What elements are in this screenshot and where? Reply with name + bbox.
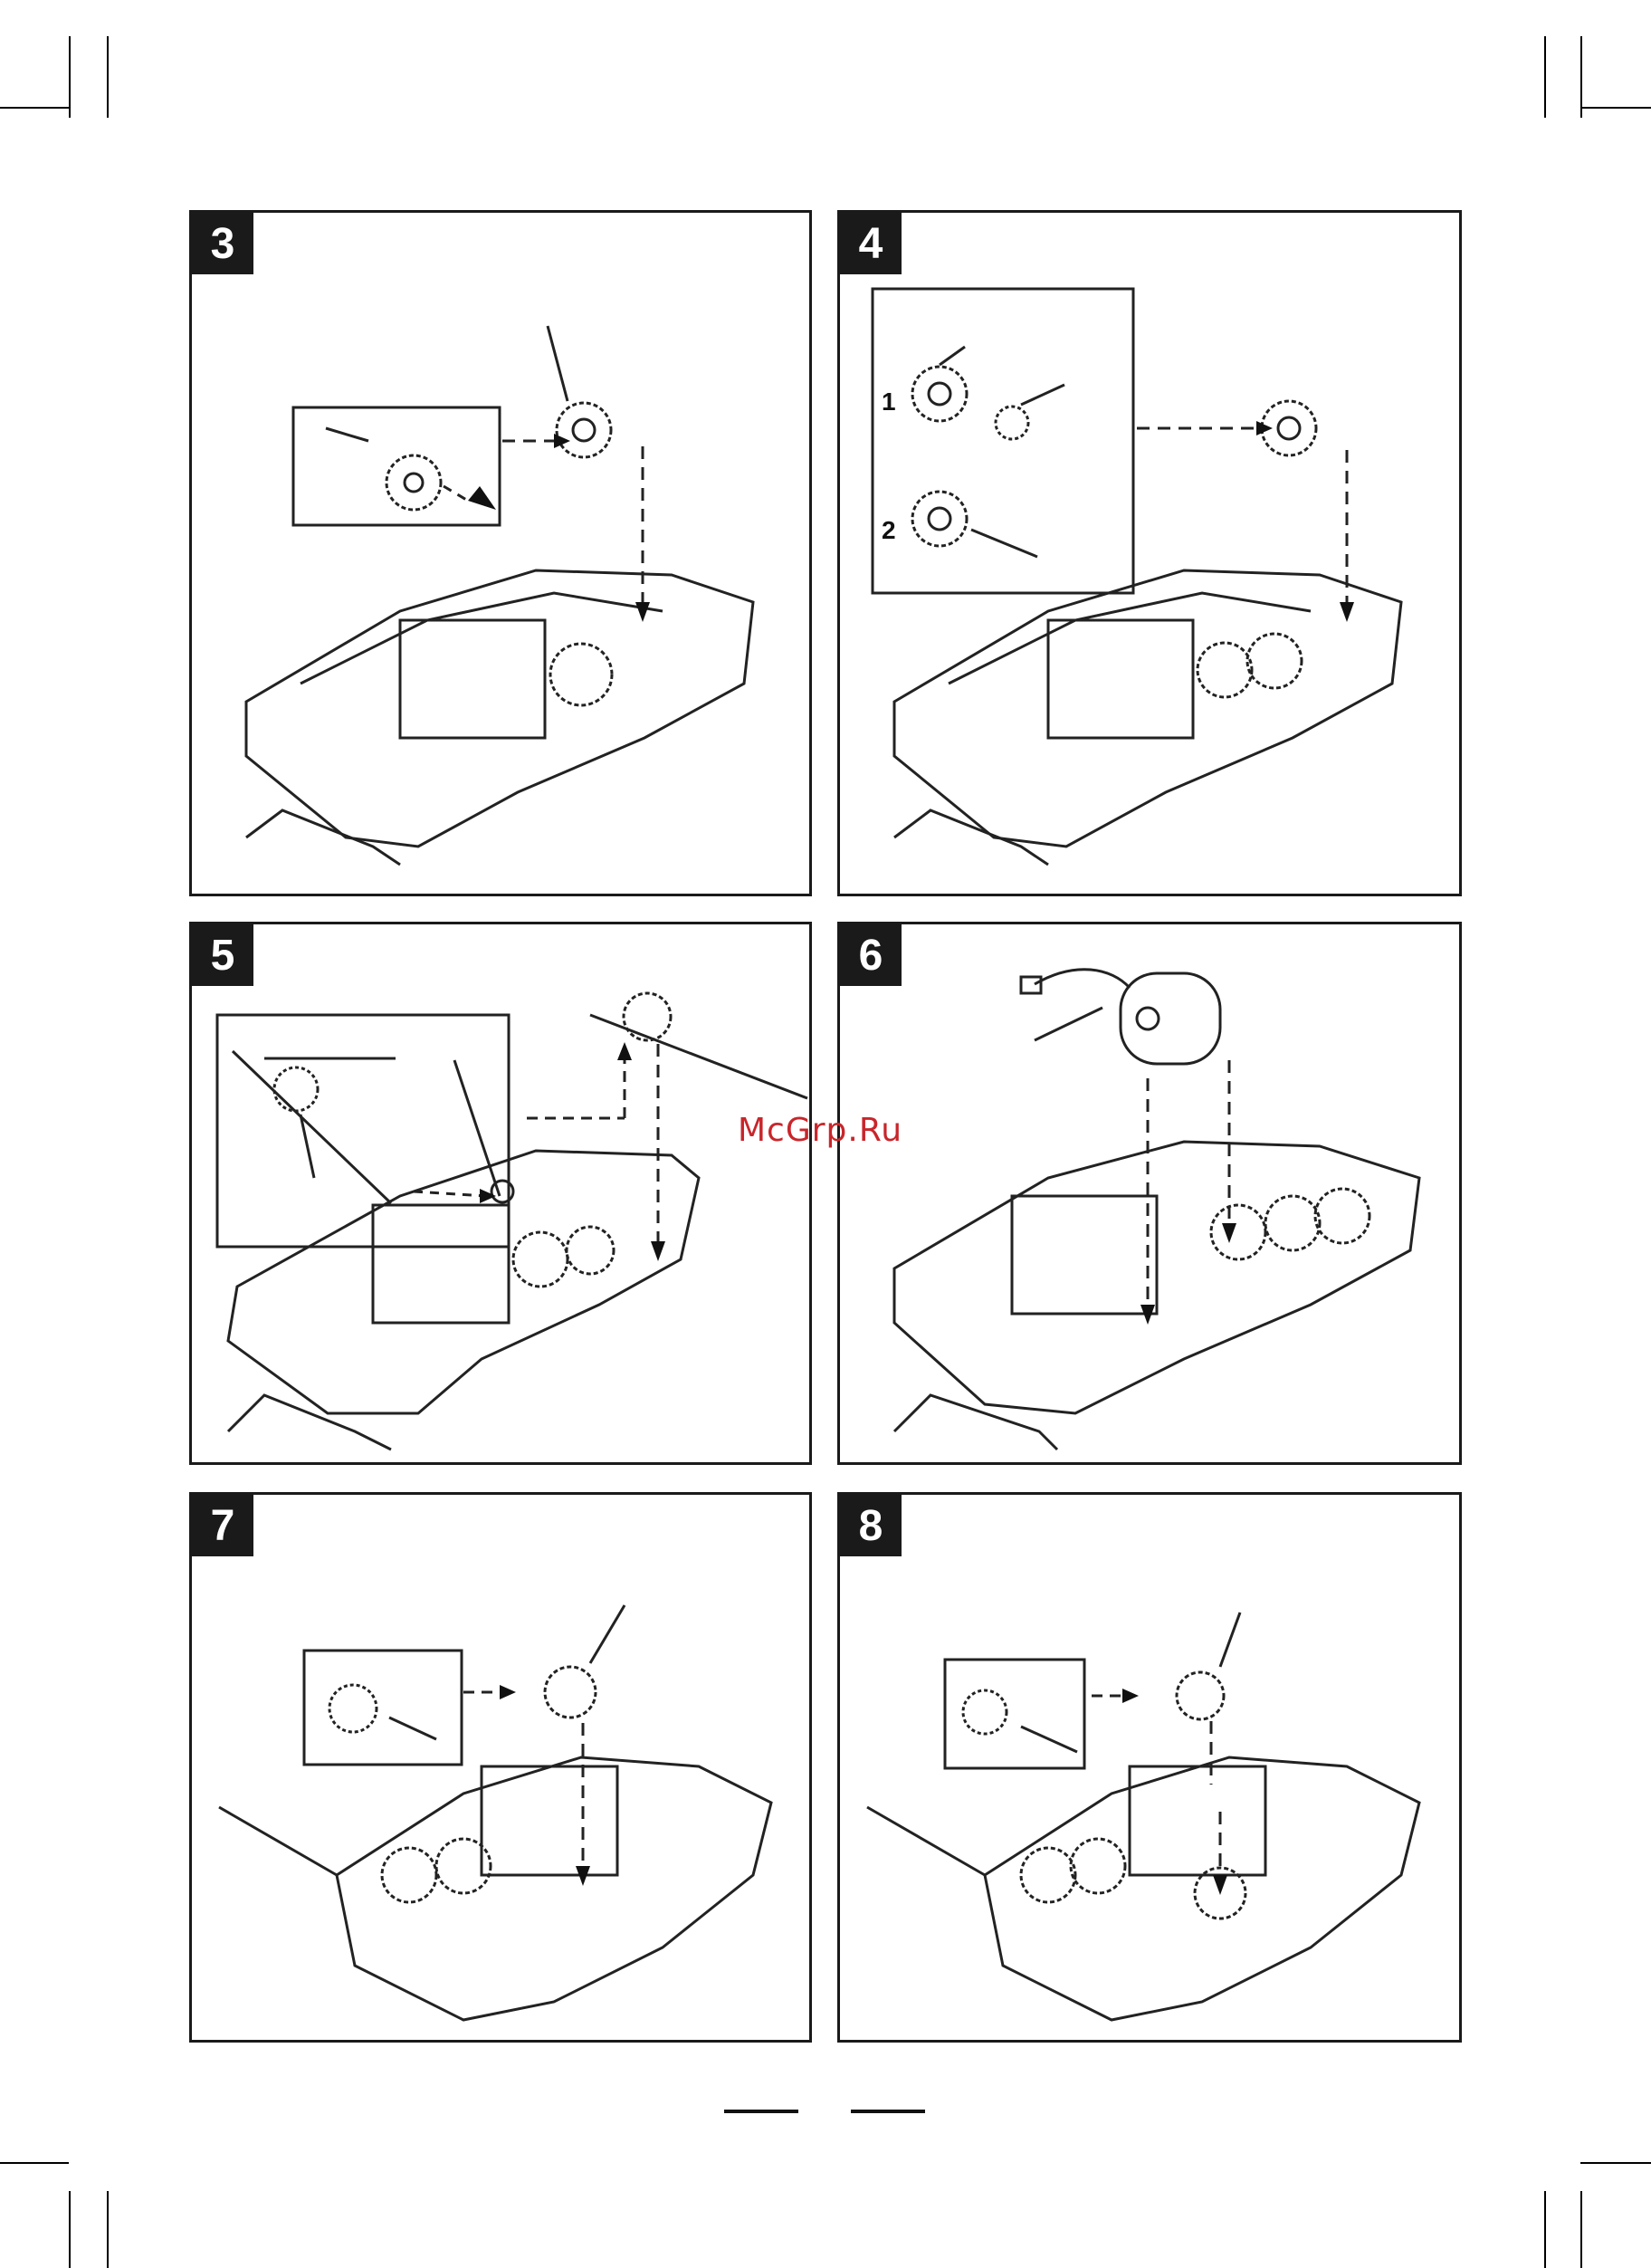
crop-mark [69,2191,71,2268]
gear-icon [624,993,671,1040]
gear-icon [1315,1189,1369,1243]
housing-outline [894,570,1401,847]
gear-icon [329,1685,377,1732]
step-panel-6: 6 [837,922,1462,1465]
crop-mark [1544,36,1546,118]
gear-icon [912,367,967,421]
assembly-illustration [840,1495,1462,2043]
gear-icon [996,407,1028,439]
crop-mark [107,36,109,118]
inset-step-label: 2 [882,516,896,544]
crop-mark [0,107,69,109]
crop-mark [107,2191,109,2268]
inset-box [217,1015,509,1247]
assembly-illustration [192,924,812,1465]
gear-icon [963,1690,1007,1734]
crop-mark [1580,2162,1651,2164]
step-panel-4: 4 1 2 [837,210,1462,896]
inset-box [945,1660,1084,1768]
housing-outline [337,1757,771,2020]
crop-mark [1544,2191,1546,2268]
step-panel-3: 3 [189,210,812,896]
gear-icon [387,455,441,510]
gear-icon [1071,1839,1125,1893]
gear-icon [1177,1672,1224,1719]
crop-mark [0,2162,69,2164]
gear-icon [382,1848,436,1902]
gear-icon [912,492,967,546]
gear-icon [274,1067,318,1111]
housing-outline [228,1151,699,1413]
gear-icon [550,644,612,705]
gear-icon [1265,1196,1320,1250]
crop-mark [69,36,71,118]
assembly-illustration: 1 2 [840,213,1462,896]
inset-box [873,289,1133,593]
gear-icon [513,1232,568,1287]
gear-icon [1247,634,1302,688]
crop-mark [1580,2191,1582,2268]
housing-outline [985,1757,1419,2020]
crop-mark [1580,36,1582,118]
assembly-illustration [192,1495,812,2043]
footer-rule [724,2110,798,2113]
gear-icon [545,1667,596,1718]
assembly-illustration [192,213,812,896]
footer-rule [851,2110,925,2113]
step-panel-8: 8 [837,1492,1462,2043]
watermark-text: McGrp.Ru [738,1112,902,1149]
inset-box [293,407,500,525]
gear-icon [1211,1205,1265,1259]
assembly-illustration [840,924,1462,1465]
housing-outline [246,570,753,847]
gear-icon [567,1227,614,1274]
step-panel-5: 5 [189,922,812,1465]
gear-icon [1021,1848,1075,1902]
crop-mark [1580,107,1651,109]
step-panel-7: 7 [189,1492,812,2043]
gear-icon [557,403,611,457]
inset-box [304,1651,462,1765]
inset-step-label: 1 [882,388,896,416]
gear-icon [1198,643,1252,697]
